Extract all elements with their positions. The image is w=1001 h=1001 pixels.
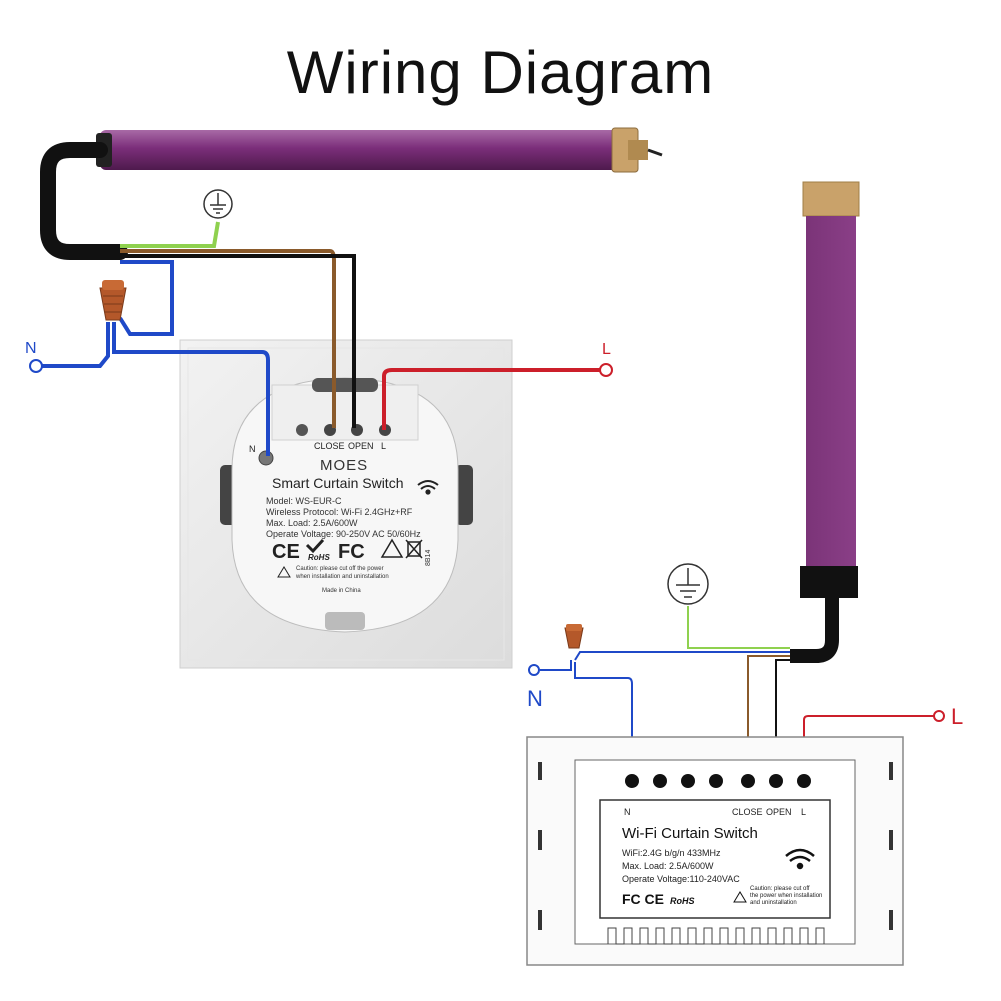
left-terminal-l-label: L	[381, 441, 386, 451]
right-rohs-mark: RoHS	[670, 896, 695, 906]
left-motor-cable	[40, 142, 128, 260]
left-model-text: Model: WS-EUR-C	[266, 496, 342, 506]
page-title: Wiring Diagram	[286, 39, 715, 106]
left-n-terminal-point	[29, 359, 43, 373]
right-caution-icon	[733, 891, 747, 903]
right-caution-text-3: and uninstallation	[750, 900, 797, 906]
left-motor-tube	[96, 127, 663, 173]
right-l-terminal-point	[933, 710, 945, 722]
left-switch-module	[220, 377, 473, 633]
left-warning-icon	[380, 538, 404, 558]
left-made-in-text: Made in China	[322, 588, 361, 594]
left-l-terminal-point	[599, 363, 613, 377]
right-n-label: N	[527, 686, 543, 711]
right-caution-text-2: the power when installation	[750, 893, 822, 899]
left-voltage-text: Operate Voltage: 90-250V AC 50/60Hz	[266, 529, 421, 539]
left-ce-mark: CE	[272, 541, 300, 563]
right-wifi-icon	[785, 848, 815, 870]
left-l-label: L	[602, 341, 611, 358]
right-n-terminal-point	[528, 664, 540, 676]
right-caution-text: Caution: please cut off	[750, 886, 810, 892]
left-check-icon	[305, 538, 325, 554]
left-product-name: Smart Curtain Switch	[272, 475, 403, 491]
left-wifi-icon	[417, 480, 439, 495]
right-max-load-text: Max. Load: 2.5A/600W	[622, 861, 714, 871]
left-rohs-mark: RoHS	[308, 553, 330, 562]
right-cert-marks: FC CE	[622, 891, 664, 907]
right-ground-icon	[667, 563, 709, 605]
left-protocol-text: Wireless Protocol: Wi-Fi 2.4GHz+RF	[266, 507, 413, 517]
left-caution-text: Caution: please cut off the power	[296, 566, 384, 572]
left-ground-icon	[203, 189, 233, 219]
right-wifi-spec-text: WiFi:2.4G b/g/n 433MHz	[622, 848, 721, 858]
left-terminal-close-label: CLOSE	[314, 441, 345, 451]
left-caution-icon	[277, 566, 291, 578]
right-terminals	[625, 774, 811, 788]
left-terminal-n-label: N	[249, 444, 256, 454]
right-product-name: Wi-Fi Curtain Switch	[622, 825, 758, 842]
right-voltage-text: Operate Voltage:110-240VAC	[622, 874, 740, 884]
left-wires	[40, 221, 600, 456]
right-terminal-open-label: OPEN	[766, 807, 792, 817]
left-fcc-mark: FC	[338, 541, 365, 563]
right-motor-tube	[800, 181, 860, 598]
right-wire-nut-icon	[564, 624, 584, 649]
left-n-label: N	[25, 340, 37, 357]
left-terminal-open-label: OPEN	[348, 441, 374, 451]
right-wires	[540, 606, 934, 778]
left-code-text: 8B14	[425, 550, 432, 566]
left-bin-icon	[405, 539, 423, 559]
right-motor-cable	[790, 598, 839, 663]
left-wire-nut-icon	[99, 280, 127, 321]
left-brand-logo: MOES	[320, 457, 368, 474]
right-terminal-close-label: CLOSE	[732, 807, 763, 817]
right-l-label: L	[951, 704, 963, 729]
right-terminal-n-label: N	[624, 807, 631, 817]
left-caution-text-2: when installation and uninstallation	[295, 574, 389, 580]
right-terminal-l-label: L	[801, 807, 806, 817]
left-max-load-text: Max. Load: 2.5A/600W	[266, 518, 358, 528]
